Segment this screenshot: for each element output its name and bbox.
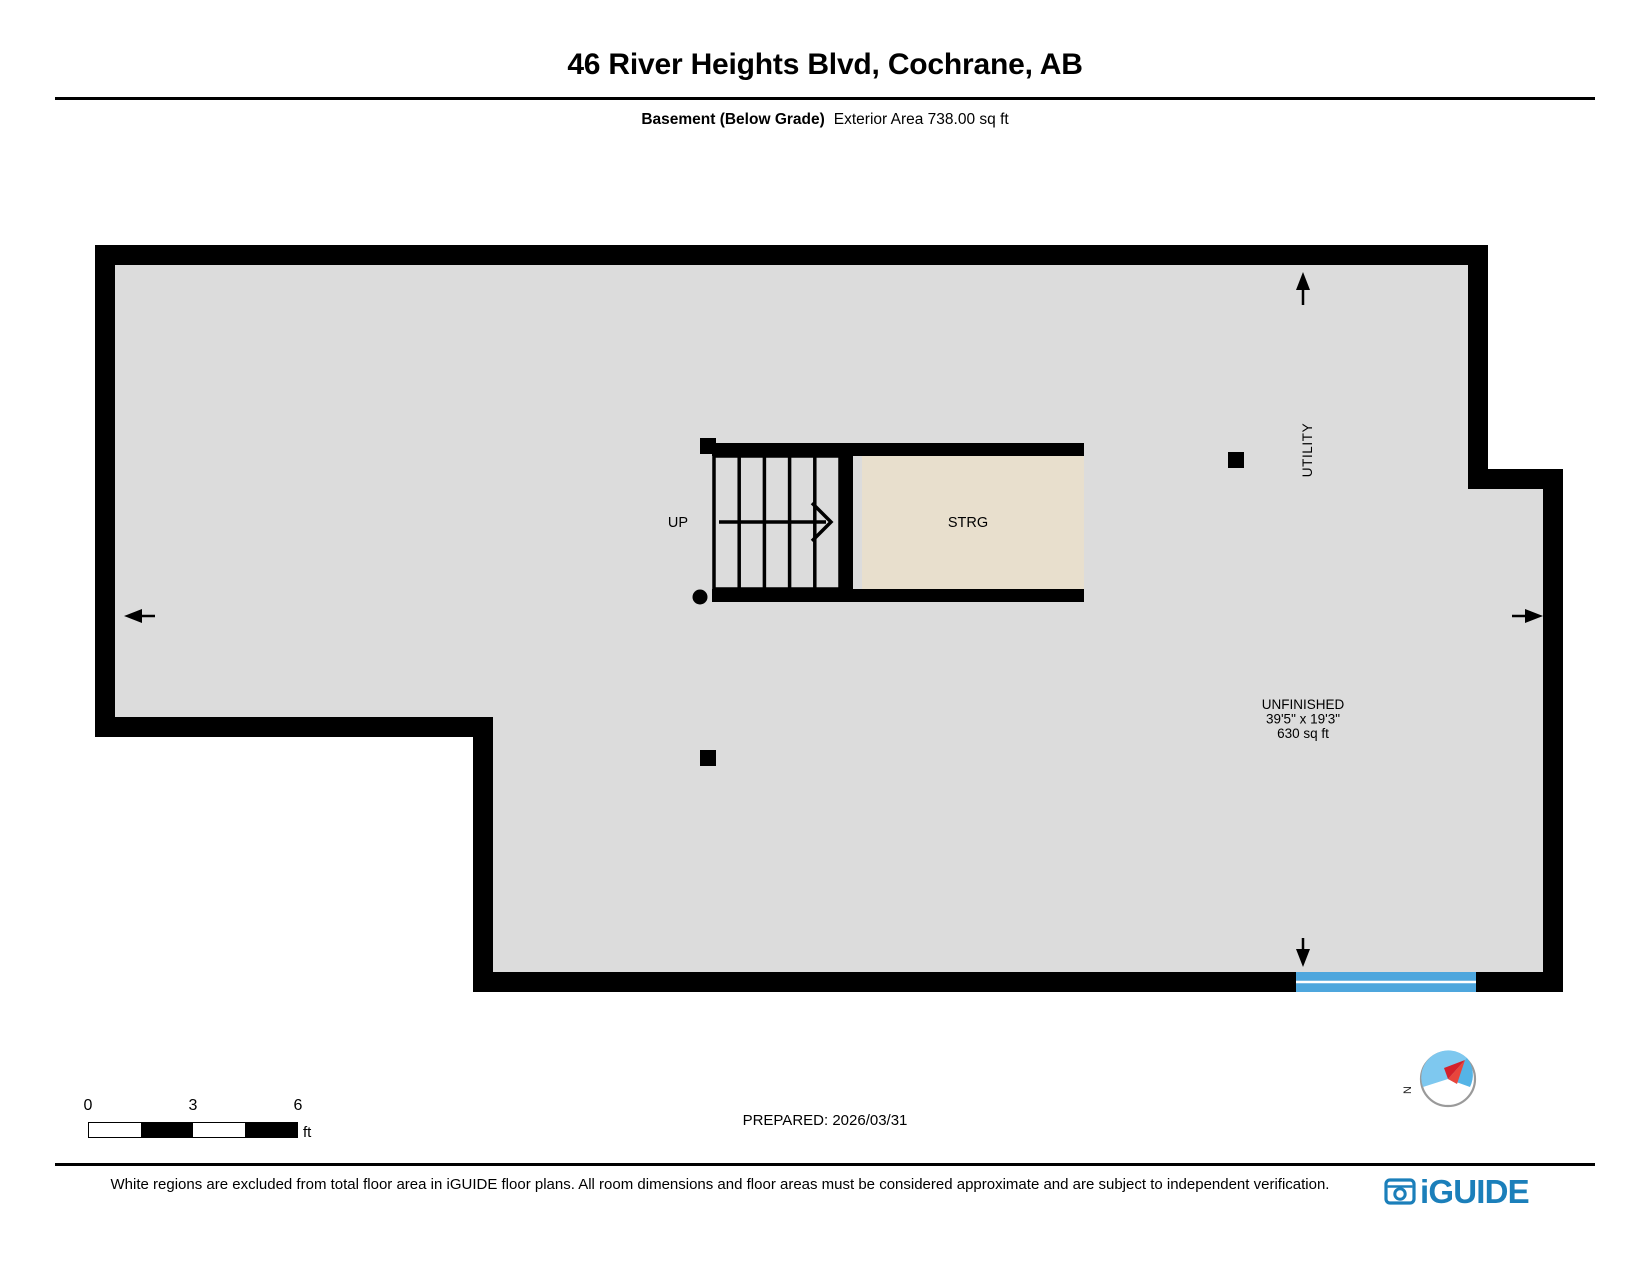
disclaimer-text: White regions are excluded from total fl…: [110, 1176, 1330, 1193]
floor-name-label: Basement (Below Grade): [641, 111, 825, 128]
scale-tick-labels: 0 3 6: [84, 1097, 303, 1117]
storage-floor-area: [862, 456, 1084, 589]
iguide-logo: iGUIDE: [1383, 1172, 1530, 1210]
stairs-up-label: UP: [668, 515, 688, 531]
scale-tick-0: 0: [83, 1097, 93, 1114]
window-bottom-wall: [1296, 972, 1476, 992]
stair-head-wall: [712, 443, 1084, 456]
stair-newel-post: [692, 589, 708, 605]
iguide-mark-icon: [1384, 1178, 1416, 1205]
utility-room-label: UTILITY: [1300, 423, 1315, 477]
scale-segment: [89, 1123, 141, 1137]
footer-divider: [55, 1163, 1595, 1166]
stair-direction-arrow: [719, 501, 834, 543]
exterior-area-label: Exterior Area 738.00 sq ft: [833, 111, 1009, 128]
view-arrow-east: [1512, 609, 1543, 623]
iguide-wordmark: iGUIDE: [1420, 1172, 1530, 1210]
unfinished-floor-area: [105, 255, 1553, 982]
view-arrow-south: [1296, 938, 1310, 967]
support-column-marker: [700, 750, 716, 766]
compass-rose-icon: [1419, 1050, 1477, 1108]
support-column-marker: [1228, 452, 1244, 468]
scale-tick-2: 6: [293, 1097, 303, 1114]
scale-segment: [245, 1123, 297, 1137]
compass-north-label: N: [1401, 1086, 1414, 1094]
view-arrow-north: [1296, 272, 1310, 305]
storage-room-label: STRG: [948, 515, 988, 531]
unfinished-room-label-line: 630 sq ft: [1277, 726, 1329, 741]
scale-bar: [88, 1122, 298, 1138]
unfinished-room-label-line: UNFINISHED: [1262, 697, 1345, 712]
unfinished-room-label-line: 39'5" x 19'3": [1266, 712, 1340, 727]
support-column-markers: [700, 438, 1244, 766]
scale-tick-1: 3: [188, 1097, 198, 1114]
exterior-wall: [95, 245, 1563, 992]
scale-unit-label: ft: [303, 1124, 312, 1141]
support-column-marker: [700, 438, 716, 454]
scale-segment: [193, 1123, 245, 1137]
title-divider: [55, 97, 1595, 100]
view-direction-arrows: [124, 272, 1543, 967]
floor-subtitle: Basement (Below Grade) Exterior Area 738.…: [0, 111, 1650, 129]
stair-foot-wall: [712, 589, 1084, 602]
scale-segment: [141, 1123, 193, 1137]
prepared-date-label: PREPARED: 2026/03/31: [742, 1112, 908, 1129]
view-arrow-west: [124, 609, 155, 623]
page-title: 46 River Heights Blvd, Cochrane, AB: [567, 48, 1083, 81]
stair-storage-divider-wall: [840, 443, 853, 602]
